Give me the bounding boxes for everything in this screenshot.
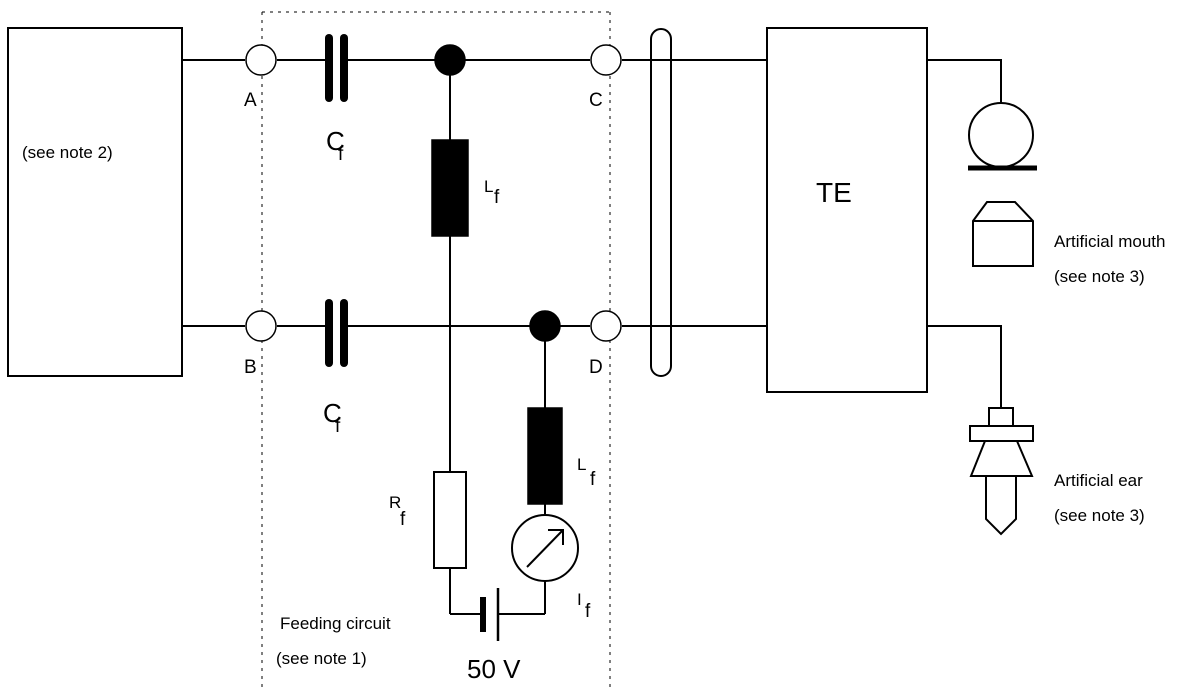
capacitor-top (325, 34, 348, 102)
terminal-a (245, 44, 277, 76)
terminal-b-label: B (244, 357, 257, 378)
battery-50v (450, 588, 545, 641)
feeding-circuit-note: (see note 1) (276, 649, 367, 668)
cable-sheath (650, 28, 672, 377)
terminal-b (245, 310, 277, 342)
artificial-ear-note: (see note 3) (1054, 506, 1145, 525)
inductor-top-label: L (484, 177, 493, 196)
ammeter (511, 514, 579, 582)
inductor-bottom (527, 407, 563, 505)
terminal-a-label: A (244, 90, 257, 111)
inductor-bottom-sub: f (590, 469, 596, 490)
te-to-ear-wire (927, 325, 1002, 408)
te-label: TE (816, 177, 852, 208)
te-box (766, 27, 928, 393)
capacitor-top-sub: f (338, 144, 344, 165)
feeding-circuit-title: Feeding circuit (280, 614, 391, 633)
terminal-d-label: D (589, 357, 603, 378)
junction-node-top (434, 44, 466, 76)
source-box-note: (see note 2) (22, 143, 113, 162)
artificial-mouth-title: Artificial mouth (1054, 232, 1165, 251)
resistor-label: R (389, 493, 401, 512)
te-to-mouth-wire (927, 59, 1002, 103)
terminal-c (590, 44, 622, 76)
inductor-bottom-label: L (577, 455, 586, 474)
ammeter-sub: f (585, 601, 591, 622)
terminal-c-label: C (589, 90, 603, 111)
junction-node-bottom (529, 310, 561, 342)
inductor-top-sub: f (494, 187, 500, 208)
terminal-d (590, 310, 622, 342)
source-box (7, 27, 183, 377)
artificial-mouth-icon (972, 201, 1034, 267)
artificial-ear-title: Artificial ear (1054, 471, 1143, 490)
ammeter-label: I (577, 590, 582, 609)
inductor-top (431, 139, 469, 237)
feeding-circuit-boundary (261, 11, 611, 690)
battery-voltage-label: 50 V (467, 654, 521, 684)
capacitor-bottom-label: C (323, 398, 342, 428)
capacitor-top-label: C (326, 126, 345, 156)
resistor (433, 471, 467, 569)
microphone-icon (968, 102, 1037, 171)
artificial-ear-icon (969, 407, 1034, 536)
artificial-mouth-note: (see note 3) (1054, 267, 1145, 286)
capacitor-bottom (325, 299, 348, 367)
capacitor-bottom-sub: f (335, 416, 341, 437)
resistor-sub: f (400, 509, 406, 530)
